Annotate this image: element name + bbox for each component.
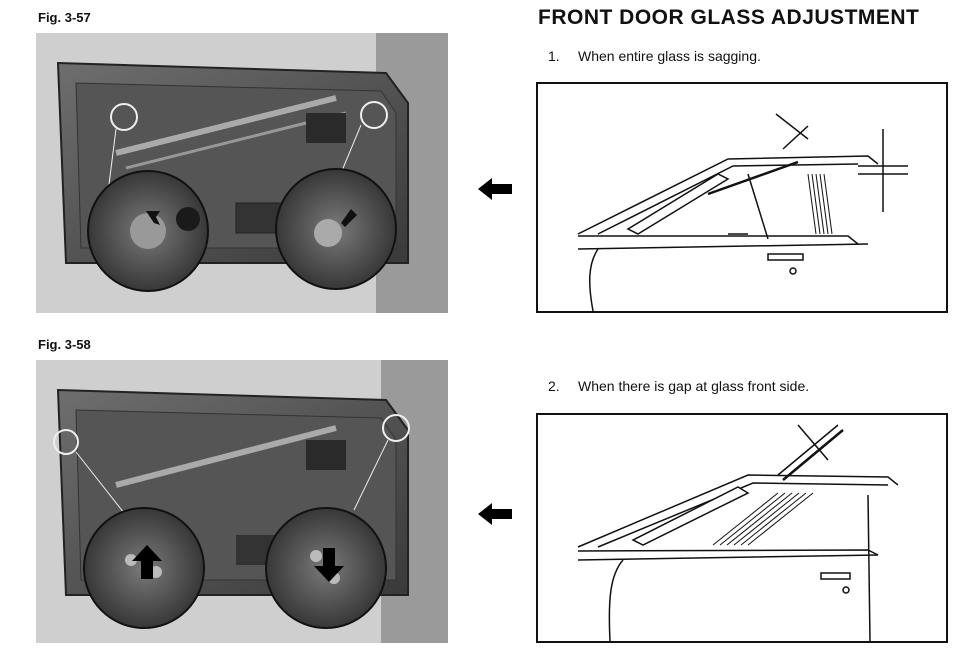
door-photo-1-illustration [36, 33, 448, 313]
fig-3-57-label: Fig. 3-57 [38, 10, 91, 25]
door-photo-fig-3-57 [36, 33, 448, 313]
glass-gap-diagram [536, 413, 948, 643]
step-1: 1. When entire glass is sagging. [548, 48, 761, 64]
step-2-text: When there is gap at glass front side. [578, 378, 810, 394]
arrow-left-icon [478, 503, 512, 525]
glass-sagging-diagram [536, 82, 948, 313]
arrow-up-icon [132, 545, 162, 579]
step-2-number: 2. [548, 378, 560, 394]
door-photo-2-illustration [36, 360, 448, 643]
step-1-text: When entire glass is sagging. [578, 48, 761, 64]
glass-sagging-line-drawing [577, 113, 908, 312]
fig-3-58-label: Fig. 3-58 [38, 337, 91, 352]
arrow-down-icon [314, 548, 344, 582]
glass-gap-line-drawing [577, 424, 899, 642]
arrow-left-icon [478, 178, 512, 200]
door-photo-fig-3-58 [36, 360, 448, 643]
step-2: 2. When there is gap at glass front side. [548, 378, 809, 394]
step-1-number: 1. [548, 48, 560, 64]
page-title: FRONT DOOR GLASS ADJUSTMENT [538, 6, 920, 29]
